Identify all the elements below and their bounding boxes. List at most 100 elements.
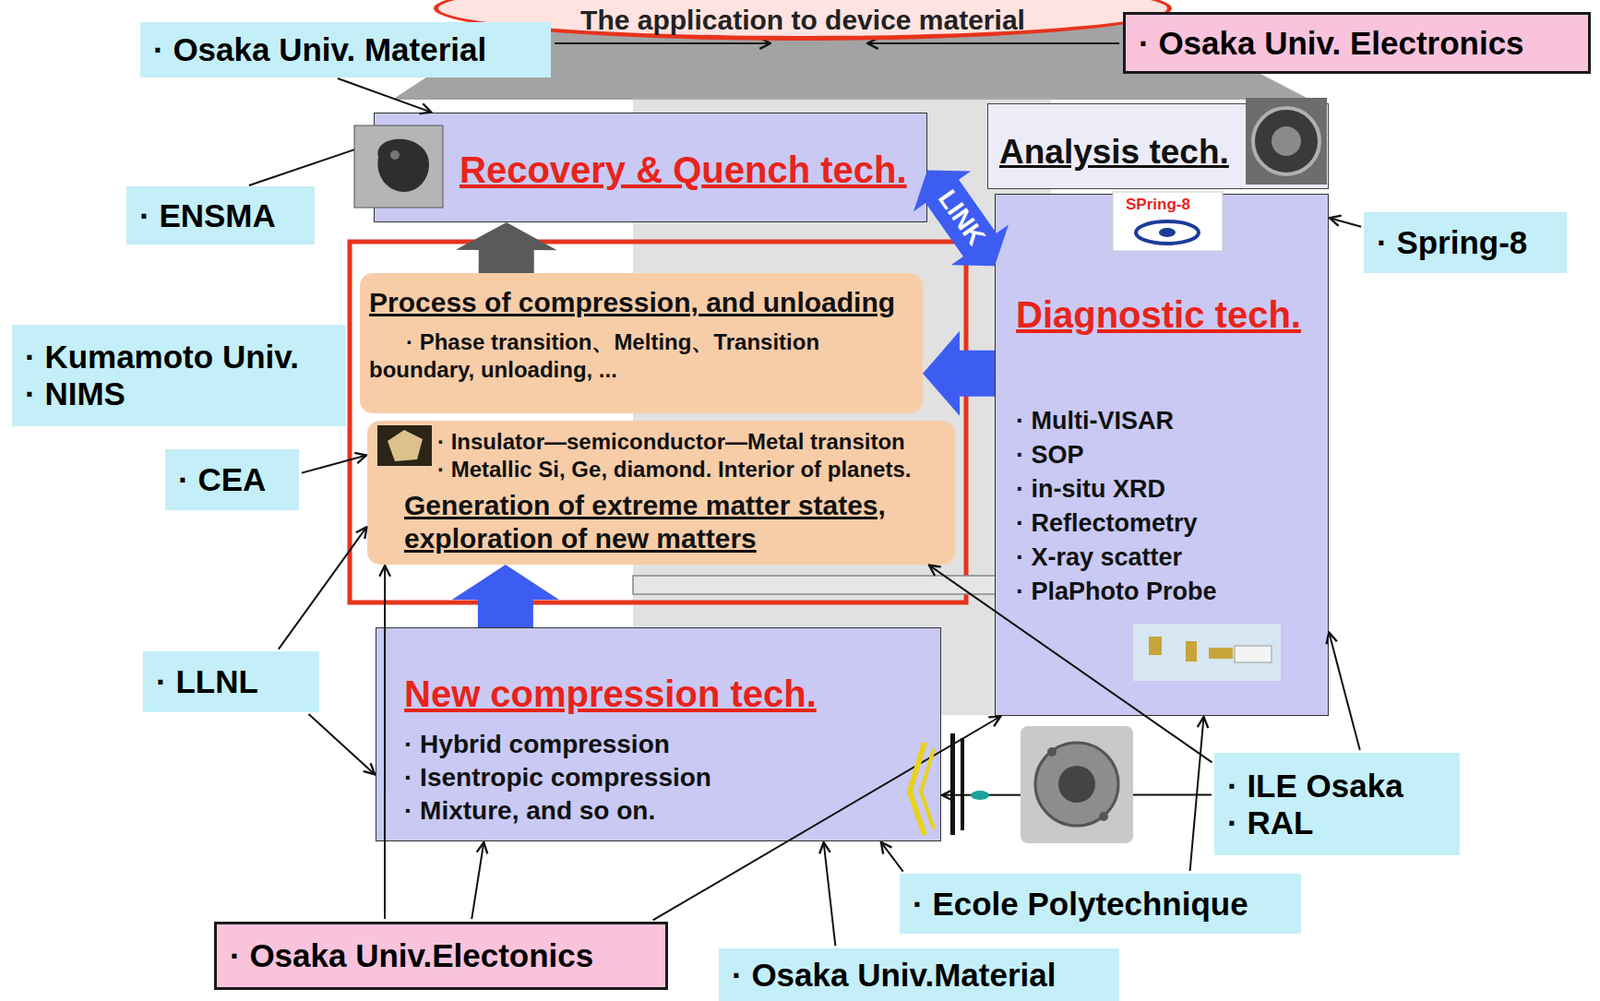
- photo-frame: [1020, 726, 1134, 844]
- node-text: · CEA: [178, 461, 287, 499]
- logo-dot: [1158, 227, 1176, 238]
- leader-arrow: [881, 842, 904, 872]
- diamond-photo: [377, 425, 432, 466]
- node-text: · Osaka Univ.Material: [731, 956, 1107, 994]
- analysis-photo: [1245, 97, 1327, 185]
- title-oval: The application to device material: [433, 0, 1172, 41]
- edge-label: LINK: [931, 184, 992, 251]
- block-arrow: [922, 331, 995, 417]
- leader-arrow: [653, 716, 1002, 921]
- teal-part: [970, 790, 990, 800]
- block-arrow: [452, 564, 560, 628]
- target-part: [1148, 636, 1162, 656]
- node-text: · LLNL: [155, 663, 307, 701]
- target-photo: [1133, 623, 1281, 681]
- leader-arrow: [278, 526, 368, 649]
- node-text: New compression tech.: [404, 672, 930, 716]
- target-part: [1208, 647, 1233, 659]
- node-text: · Phase transition、Melting、Transition bo…: [369, 328, 914, 384]
- block-arrow: [913, 169, 1009, 266]
- leader-arrow: [301, 455, 367, 474]
- leader-line: [867, 42, 1120, 45]
- leader-arrow: [823, 842, 836, 946]
- grey-strip: [632, 575, 1051, 595]
- recovered-sample-photo: [354, 125, 443, 208]
- node-text: · Metallic Si, Ge, diamond. Interior of …: [437, 455, 946, 484]
- node-text: Analysis tech.: [999, 131, 1317, 173]
- logo-ground: [1112, 191, 1223, 251]
- diamond-stone: [387, 429, 423, 462]
- node-text: The application to device material: [456, 4, 1149, 36]
- photo-frame: [1133, 623, 1281, 681]
- node-text: · SOP: [1015, 438, 1317, 473]
- sample-spot: [390, 150, 400, 160]
- photo-frame: [377, 425, 432, 466]
- institution-label: · Kumamoto Univ.· NIMS: [11, 324, 347, 427]
- metal-disk: [1035, 742, 1119, 826]
- node-text: · Multi-VISAR: [1015, 404, 1317, 439]
- block-arrow: [455, 222, 558, 274]
- institution-label: · Osaka Univ.Material: [718, 948, 1120, 1001]
- institution-label: · CEA: [165, 449, 299, 511]
- photo-frame: [1245, 97, 1327, 185]
- node-text: · Reflectometry: [1015, 506, 1317, 541]
- institution-label: · ILE Osaka· RAL: [1214, 752, 1460, 856]
- node-text: · Osaka Univ. Electronics: [1138, 24, 1576, 62]
- technique-box: New compression tech. · Hybrid compressio…: [375, 627, 942, 842]
- institution-label: · ENSMA: [126, 186, 315, 245]
- spring8-logo: [1112, 191, 1223, 251]
- node-text: · Isentropic compression: [404, 761, 930, 795]
- target-plate: [950, 733, 956, 836]
- metal-bolt: [1047, 747, 1057, 757]
- node-text: · RAL: [1227, 804, 1447, 842]
- logo-ring: [1135, 221, 1199, 244]
- node-text: · PlaPhoto Probe: [1015, 574, 1317, 609]
- node-text: · X-ray scatter: [1015, 540, 1317, 575]
- red-frame: [349, 241, 967, 603]
- institution-label: · Osaka Univ.Electonics: [214, 921, 669, 991]
- target-assembly: [909, 733, 990, 836]
- node-text: · Insulator—semiconductor—Metal transito…: [437, 428, 946, 456]
- technique-box: Recovery & Quench tech.: [373, 112, 928, 223]
- leader-arrow: [309, 714, 376, 775]
- photo-frame: [354, 125, 443, 208]
- node-text: · Mixture, and so on.: [404, 794, 930, 828]
- node-text: Generation of extreme matter states, exp…: [404, 489, 946, 556]
- node-text: Process of compression, and unloading: [369, 286, 914, 320]
- leader-arrow: [1329, 217, 1362, 227]
- metal-hole: [1058, 765, 1096, 803]
- leader-arrow: [1190, 716, 1205, 872]
- institution-label: · Spring-8: [1363, 212, 1567, 274]
- institution-label: · Osaka Univ. Material: [140, 22, 551, 78]
- metal-part-photo: [1020, 726, 1134, 844]
- sample-blob: [377, 139, 430, 192]
- label-anchor: SPring-8: [1125, 195, 1191, 215]
- yellow-bracket: [920, 749, 934, 829]
- logo-text: SPring-8: [1125, 195, 1191, 215]
- target-part: [1185, 641, 1197, 662]
- leader-line: [554, 42, 771, 45]
- institution-label: · LLNL: [143, 651, 320, 713]
- node-text: · NIMS: [24, 375, 334, 413]
- leader-arrow: [383, 565, 386, 920]
- metal-bolt: [1098, 811, 1109, 822]
- institution-label: · Ecole Polytechnique: [899, 873, 1302, 934]
- edge-label-anchor: LINK: [931, 184, 992, 251]
- node-text: · Kumamoto Univ.: [24, 338, 334, 376]
- node-text: · Ecole Polytechnique: [912, 885, 1289, 923]
- target-cylinder: [1234, 645, 1272, 663]
- node-text: · in-situ XRD: [1015, 472, 1317, 507]
- node-text: · Spring-8: [1376, 224, 1554, 262]
- target-plate: [960, 738, 965, 831]
- leader-arrow: [337, 78, 431, 113]
- leader-arrow: [471, 842, 484, 920]
- node-text: · ILE Osaka: [1227, 767, 1447, 805]
- node-text: · Osaka Univ.Electonics: [229, 937, 653, 975]
- node-text: · Osaka Univ. Material: [153, 31, 538, 69]
- research-box: Process of compression, and unloading · P…: [359, 273, 923, 414]
- node-text: · Hybrid compression: [404, 728, 930, 762]
- institution-label: · Osaka Univ. Electronics: [1122, 11, 1591, 74]
- leader-arrow: [1328, 632, 1361, 751]
